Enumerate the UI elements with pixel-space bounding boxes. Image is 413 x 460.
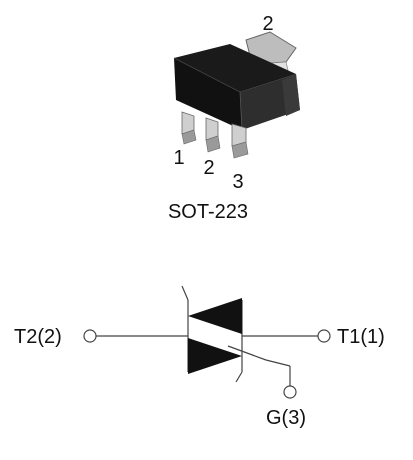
- gate-lead: [227, 345, 291, 386]
- lead-pin1: [181, 111, 197, 145]
- package-name: SOT-223: [168, 201, 248, 223]
- terminal-t2-label: T2(2): [14, 326, 62, 348]
- terminal-gate-circle: [283, 385, 297, 399]
- terminal-t1-circle: [317, 329, 331, 343]
- package-body: [173, 44, 300, 131]
- terminal-gate-label: G(3): [266, 407, 306, 429]
- lower-diode-triangle: [188, 338, 242, 374]
- upper-diode-triangle: [188, 298, 242, 334]
- triac-symbol: T2(2) T1(1) G(3): [14, 285, 385, 429]
- terminal-t2-circle: [83, 329, 97, 343]
- tab-pin-number: 2: [262, 13, 273, 35]
- pin3-number: 3: [232, 171, 243, 193]
- lead-pin3: [231, 123, 249, 159]
- pin1-number: 1: [173, 147, 184, 169]
- lead-pin2: [205, 117, 221, 153]
- pin2-number: 2: [203, 157, 214, 179]
- terminal-t1-label: T1(1): [337, 326, 385, 348]
- sot223-package-illustration: 2 1 2 3 SOT-223: [168, 13, 300, 223]
